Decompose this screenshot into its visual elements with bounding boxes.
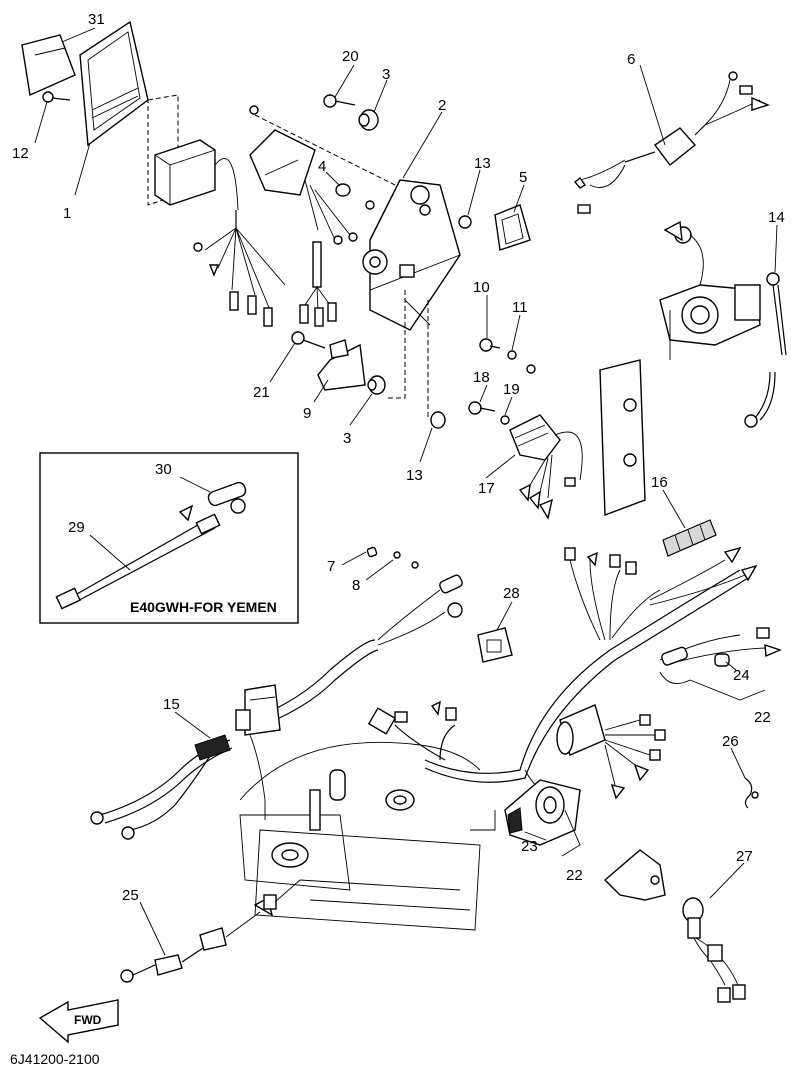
callout-17: 17 (478, 480, 495, 497)
callout-7: 7 (327, 558, 335, 575)
callout-9: 9 (303, 405, 311, 422)
callout-28: 28 (503, 585, 520, 602)
cover-plate-31 (21, 34, 76, 97)
callout-1: 1 (63, 205, 71, 222)
callout-22-right: 22 (754, 709, 771, 726)
clip-28 (477, 627, 513, 663)
callout-11: 11 (512, 299, 528, 316)
collar-4 (335, 183, 375, 210)
callout-30: 30 (155, 461, 172, 478)
callout-13-bottom: 13 (406, 467, 423, 484)
inset-title: E40GWH-FOR YEMEN (130, 599, 277, 615)
callout-27: 27 (736, 848, 753, 865)
plate-5 (494, 204, 531, 251)
rubber-sleeve-16 (662, 519, 717, 557)
callout-4: 4 (318, 158, 326, 175)
nut-13-top (458, 215, 472, 229)
wire-harness (235, 546, 758, 791)
grommet-3-bottom (367, 375, 386, 395)
callout-25: 25 (122, 887, 139, 904)
callout-26: 26 (722, 733, 739, 750)
fwd-label: FWD (74, 1013, 102, 1027)
starter-relay (599, 220, 761, 516)
clip-26 (744, 777, 759, 809)
inset-box (39, 452, 299, 624)
bracket-27-switch (603, 849, 746, 1003)
callout-31: 31 (88, 11, 105, 28)
fwd-arrow-icon: FWD (38, 999, 119, 1044)
nut-13-bottom (430, 411, 446, 429)
callout-8: 8 (352, 577, 360, 594)
callout-12: 12 (12, 145, 29, 162)
bolt-20 (323, 94, 356, 108)
callout-15: 15 (163, 696, 180, 713)
callout-10: 10 (473, 279, 490, 296)
callout-22-bottom: 22 (566, 867, 583, 884)
screw-12 (42, 91, 71, 103)
callout-3-bottom: 3 (343, 430, 351, 447)
callout-14: 14 (768, 209, 785, 226)
callout-18: 18 (473, 369, 490, 386)
cdi-box (154, 139, 286, 327)
connector-24 (659, 627, 782, 685)
rectifier-17 (509, 414, 583, 520)
bolt-18 (468, 364, 536, 425)
grommet-3-top (358, 109, 379, 131)
bolt-21 (291, 331, 326, 349)
bolt-10 (479, 338, 517, 360)
ignition-coil-22 (556, 704, 666, 800)
callout-23: 23 (521, 838, 538, 855)
callout-24: 24 (733, 667, 750, 684)
callout-20: 20 (342, 48, 359, 65)
bracket-cover-1 (79, 20, 149, 147)
rectifier-regulator (249, 105, 396, 327)
callout-21: 21 (253, 384, 270, 401)
battery-cable-15 (90, 734, 233, 840)
callout-6: 6 (627, 51, 635, 68)
callout-16: 16 (651, 474, 668, 491)
bracket-9 (317, 339, 366, 391)
wire-lead-6 (574, 71, 770, 214)
engine-block (239, 734, 496, 931)
cdi-unit-23 (504, 779, 581, 846)
callout-3-top: 3 (382, 66, 390, 83)
callout-13-top: 13 (474, 155, 491, 172)
ignition-coil-2 (362, 179, 461, 420)
callout-5: 5 (519, 169, 527, 186)
drawing-code: 6J41200-2100 (10, 1051, 100, 1067)
cable-25 (120, 879, 301, 983)
cable-14 (744, 272, 787, 428)
callout-2: 2 (438, 97, 446, 114)
callout-29: 29 (68, 519, 85, 536)
callout-numbers: 31 12 1 20 3 2 4 13 5 6 14 10 11 18 19 1… (12, 11, 785, 904)
leader-lines (34, 27, 778, 956)
callout-19: 19 (503, 381, 520, 398)
